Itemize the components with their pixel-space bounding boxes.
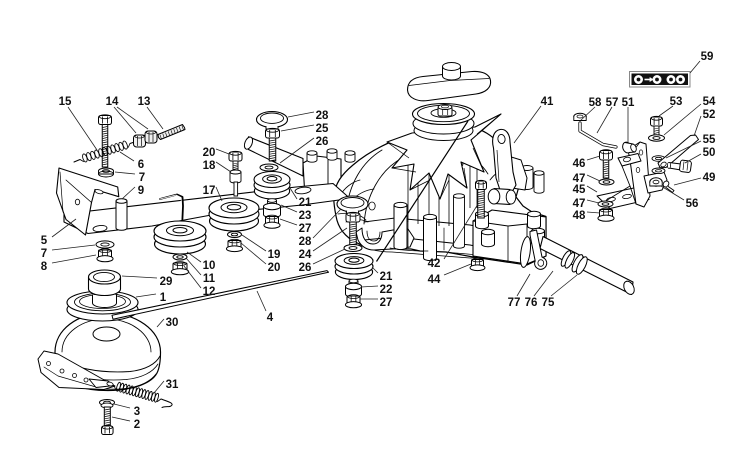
svg-text:28: 28 — [316, 110, 329, 122]
svg-text:30: 30 — [166, 317, 179, 329]
svg-text:41: 41 — [541, 96, 554, 108]
svg-text:45: 45 — [573, 184, 586, 196]
svg-text:20: 20 — [268, 262, 281, 274]
svg-text:15: 15 — [59, 96, 72, 108]
svg-text:26: 26 — [299, 262, 312, 274]
svg-text:42: 42 — [428, 258, 441, 270]
svg-text:17: 17 — [203, 185, 216, 197]
svg-text:27: 27 — [299, 223, 312, 235]
svg-text:53: 53 — [670, 96, 683, 108]
svg-text:21: 21 — [380, 271, 393, 283]
svg-text:47: 47 — [573, 173, 586, 185]
svg-text:14: 14 — [106, 96, 119, 108]
svg-text:19: 19 — [268, 249, 281, 261]
svg-text:76: 76 — [525, 297, 538, 309]
svg-text:57: 57 — [606, 97, 619, 109]
svg-text:23: 23 — [299, 210, 312, 222]
svg-text:9: 9 — [138, 185, 144, 197]
svg-text:77: 77 — [508, 297, 521, 309]
svg-text:54: 54 — [703, 96, 716, 108]
svg-text:12: 12 — [203, 286, 216, 298]
svg-text:4: 4 — [267, 312, 274, 324]
svg-text:22: 22 — [380, 284, 393, 296]
svg-text:29: 29 — [160, 276, 173, 288]
svg-text:5: 5 — [41, 235, 48, 247]
svg-text:1: 1 — [160, 292, 167, 304]
svg-text:7: 7 — [139, 172, 145, 184]
svg-text:46: 46 — [573, 158, 586, 170]
svg-text:24: 24 — [299, 249, 312, 261]
svg-text:18: 18 — [203, 160, 216, 172]
svg-text:48: 48 — [573, 210, 586, 222]
svg-text:75: 75 — [542, 297, 555, 309]
svg-text:28: 28 — [299, 236, 312, 248]
svg-text:59: 59 — [701, 51, 714, 63]
svg-text:26: 26 — [316, 136, 329, 148]
svg-text:25: 25 — [316, 123, 329, 135]
svg-text:3: 3 — [134, 406, 140, 418]
svg-text:47: 47 — [573, 198, 586, 210]
svg-text:21: 21 — [299, 197, 312, 209]
svg-text:27: 27 — [380, 297, 393, 309]
svg-text:6: 6 — [138, 159, 144, 171]
svg-text:31: 31 — [166, 379, 179, 391]
svg-text:55: 55 — [703, 134, 716, 146]
svg-text:58: 58 — [589, 97, 602, 109]
svg-text:49: 49 — [703, 172, 716, 184]
svg-text:10: 10 — [203, 260, 216, 272]
svg-text:13: 13 — [138, 96, 151, 108]
svg-text:51: 51 — [622, 97, 635, 109]
svg-text:44: 44 — [428, 274, 441, 286]
svg-text:20: 20 — [203, 147, 216, 159]
svg-text:50: 50 — [703, 147, 716, 159]
svg-text:7: 7 — [41, 248, 47, 260]
svg-text:56: 56 — [686, 198, 699, 210]
svg-text:8: 8 — [41, 261, 48, 273]
svg-text:2: 2 — [134, 419, 140, 431]
svg-text:52: 52 — [703, 109, 716, 121]
svg-text:11: 11 — [203, 273, 216, 285]
